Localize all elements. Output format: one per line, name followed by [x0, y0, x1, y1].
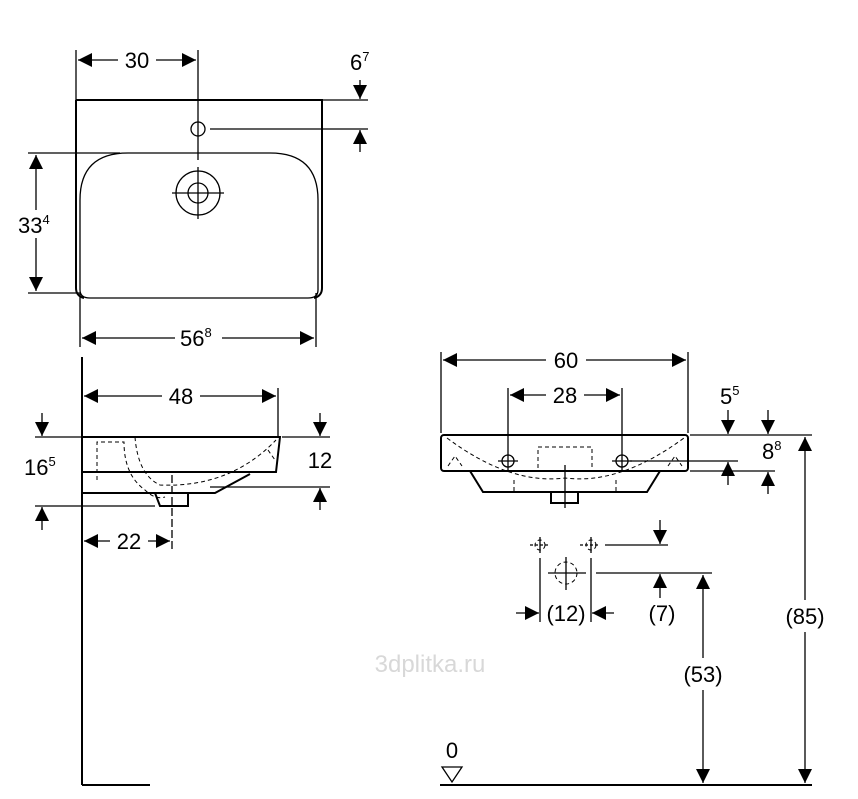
dim-53: (53) — [683, 662, 722, 687]
dim-48: 48 — [169, 384, 193, 409]
dim-12-supply: (12) — [546, 601, 585, 626]
front-view: 60 28 55 88 (85) (12) — [440, 348, 825, 786]
dim-16-5: 165 — [24, 454, 56, 480]
dim-12: 12 — [308, 448, 332, 473]
dim-6-7: 67 — [350, 49, 369, 75]
dim-85: (85) — [785, 604, 824, 629]
dim-8-8: 88 — [762, 438, 781, 464]
supply-point-right-icon — [580, 537, 600, 553]
side-view: 48 165 12 22 — [24, 357, 332, 786]
dim-33-4: 334 — [18, 212, 50, 238]
supply-point-left-icon — [530, 537, 550, 553]
watermark: 3dplitka.ru — [375, 651, 486, 678]
dim-22: 22 — [117, 529, 141, 554]
basin-side-lower — [82, 473, 251, 507]
floor-level-marker-icon — [440, 766, 464, 784]
basin-outline — [75, 99, 323, 299]
top-view: 30 67 334 568 — [16, 48, 369, 351]
bowl-outline — [79, 152, 319, 299]
floor-level-label: 0 — [446, 738, 458, 763]
dim-5-5: 55 — [720, 383, 739, 409]
dim-7: (7) — [649, 601, 676, 626]
basin-side-outline — [82, 436, 282, 473]
dim-30: 30 — [125, 48, 149, 73]
dim-28: 28 — [553, 383, 577, 408]
dim-60: 60 — [554, 348, 578, 373]
dim-56-8: 568 — [180, 325, 212, 351]
